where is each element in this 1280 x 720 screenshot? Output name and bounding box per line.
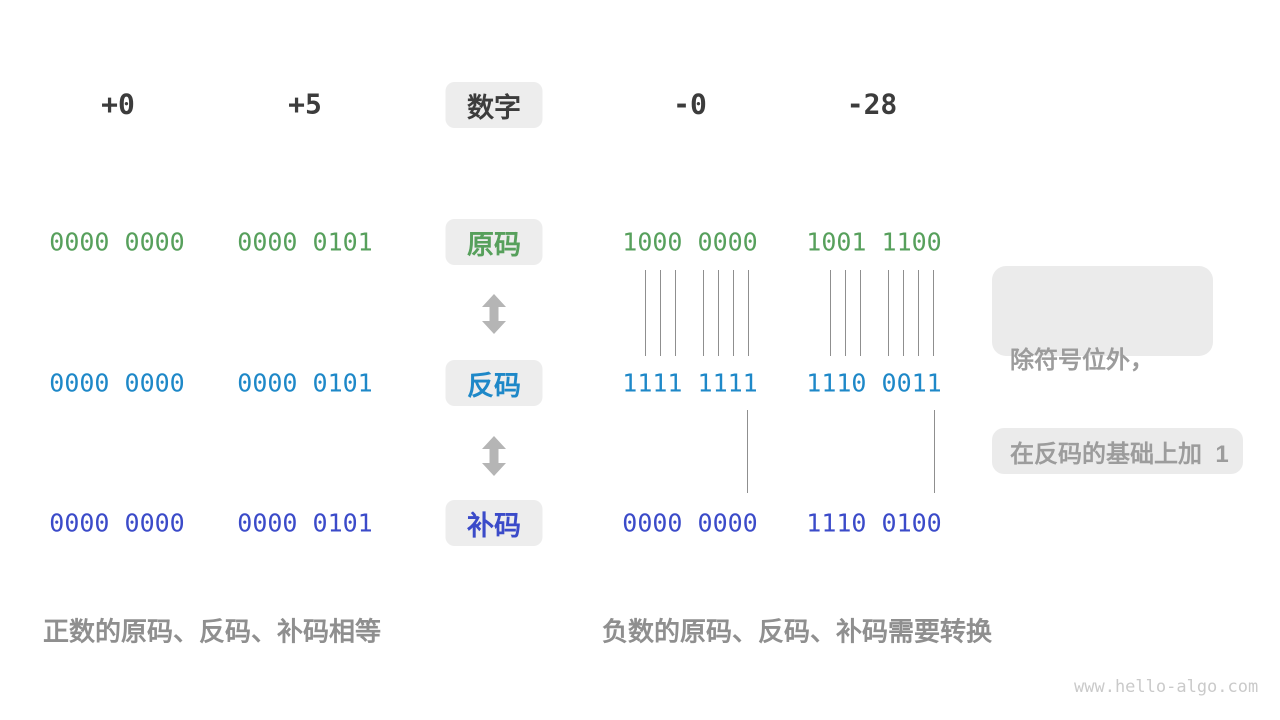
invert-bits-note-line1: 除符号位外， bbox=[1010, 347, 1154, 374]
bit-line bbox=[860, 270, 861, 356]
bit-line bbox=[903, 270, 904, 356]
sign-magnitude-neg-zero: 1000 0000 bbox=[622, 227, 758, 257]
bit-line bbox=[675, 270, 676, 356]
ones-complement-neg-28: 1110 0011 bbox=[806, 368, 942, 398]
bit-line bbox=[747, 410, 748, 493]
bit-line bbox=[718, 270, 719, 356]
bit-line bbox=[888, 270, 889, 356]
negative-numbers-caption: 负数的原码、反码、补码需要转换 bbox=[601, 616, 993, 647]
bit-line bbox=[918, 270, 919, 356]
bit-line bbox=[748, 270, 749, 356]
invert-bits-note: 除符号位外， 对其余所有位取反 bbox=[992, 266, 1213, 470]
twos-complement-neg-28: 1110 0100 bbox=[806, 508, 942, 538]
ones-complement-pos-five: 0000 0101 bbox=[237, 368, 373, 398]
ones-complement-badge: 反码 bbox=[445, 360, 543, 406]
updown-arrow-icon bbox=[482, 294, 506, 334]
number-label-badge: 数字 bbox=[445, 82, 543, 128]
twos-complement-badge: 补码 bbox=[445, 500, 543, 546]
sign-magnitude-badge: 原码 bbox=[445, 219, 543, 265]
bit-line bbox=[845, 270, 846, 356]
twos-complement-neg-zero: 0000 0000 bbox=[622, 508, 758, 538]
header-neg-zero: -0 bbox=[673, 87, 707, 121]
sign-magnitude-pos-zero: 0000 0000 bbox=[49, 227, 185, 257]
bit-line bbox=[934, 410, 935, 493]
add-one-note: 在反码的基础上加 1 bbox=[992, 428, 1243, 474]
bit-line bbox=[830, 270, 831, 356]
twos-complement-pos-zero: 0000 0000 bbox=[49, 508, 185, 538]
sign-magnitude-pos-five: 0000 0101 bbox=[237, 227, 373, 257]
header-neg-28: -28 bbox=[846, 87, 898, 121]
sign-magnitude-neg-28: 1001 1100 bbox=[806, 227, 942, 257]
header-pos-five: +5 bbox=[288, 87, 322, 121]
bit-line bbox=[703, 270, 704, 356]
twos-complement-pos-five: 0000 0101 bbox=[237, 508, 373, 538]
bit-line bbox=[645, 270, 646, 356]
add-one-note-text: 在反码的基础上加 1 bbox=[1010, 440, 1229, 468]
ones-complement-neg-zero: 1111 1111 bbox=[622, 368, 758, 398]
bit-line bbox=[660, 270, 661, 356]
watermark-url: www.hello-algo.com bbox=[1074, 677, 1259, 697]
bit-line bbox=[933, 270, 934, 356]
updown-arrow-icon bbox=[482, 436, 506, 476]
header-pos-zero: +0 bbox=[101, 87, 135, 121]
ones-complement-pos-zero: 0000 0000 bbox=[49, 368, 185, 398]
positive-numbers-caption: 正数的原码、反码、补码相等 bbox=[42, 616, 382, 647]
bit-line bbox=[733, 270, 734, 356]
